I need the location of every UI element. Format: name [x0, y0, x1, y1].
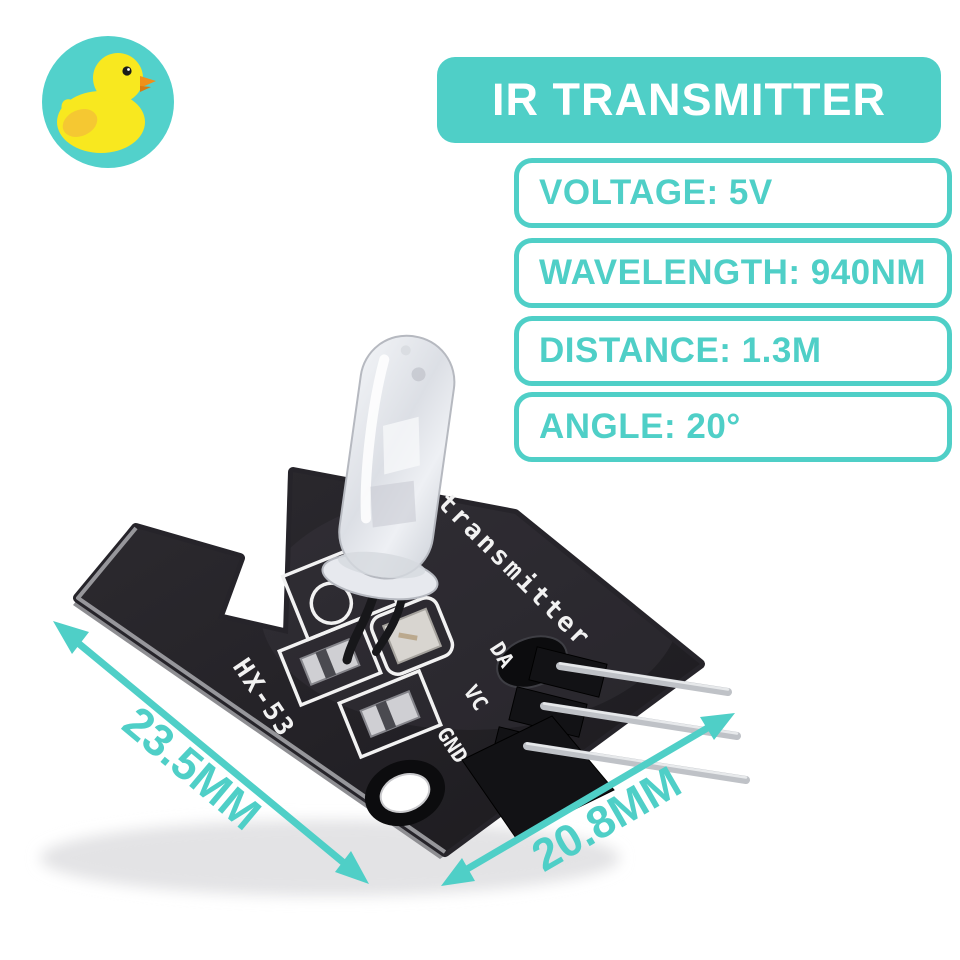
led-highlight [360, 354, 390, 524]
width-arrowhead-right [700, 713, 735, 740]
duck-eye-glint [127, 68, 130, 71]
spec-text-angle: ANGLE: 20° [539, 407, 741, 446]
duck-beak-lower [140, 86, 151, 92]
width-arrow-line [460, 719, 718, 876]
rubber-duck-icon [57, 53, 156, 153]
length-arrowhead-top [53, 621, 89, 654]
length-arrowhead-bottom [335, 851, 369, 884]
duck-wing [62, 109, 98, 137]
module-pins [523, 662, 750, 784]
smd-resistor-1 [276, 616, 384, 708]
title-banner: IR TRANSMITTER [437, 57, 941, 143]
spec-box-angle: ANGLE: 20° [514, 392, 952, 462]
duck-head [93, 53, 143, 103]
led-facet [383, 416, 420, 475]
ir-led [321, 334, 456, 665]
brand-logo [42, 36, 174, 168]
spec-text-distance: DISTANCE: 1.3M [539, 331, 822, 370]
led-base-ring [338, 551, 426, 579]
spec-box-voltage: VOLTAGE: 5V [514, 158, 952, 228]
page-title: IR TRANSMITTER [492, 74, 886, 125]
pin-1 [556, 662, 732, 696]
led-reflector [370, 480, 417, 528]
spec-box-distance: DISTANCE: 1.3M [514, 316, 952, 386]
mounting-hole-bottom [364, 759, 446, 827]
duck-body [57, 91, 145, 153]
spec-text-voltage: VOLTAGE: 5V [539, 173, 773, 212]
board-shadow [40, 820, 620, 896]
pcb-lit-edge [76, 526, 447, 854]
pin-3 [523, 742, 750, 784]
spec-box-wavelength: WAVELENGTH: 940NM [514, 238, 952, 308]
smd-resistor-2 [336, 668, 444, 760]
spec-text-wavelength: WAVELENGTH: 940NM [539, 253, 927, 292]
duck-beak [140, 76, 156, 88]
width-arrowhead-left [441, 858, 475, 886]
length-arrow-line [69, 635, 353, 871]
